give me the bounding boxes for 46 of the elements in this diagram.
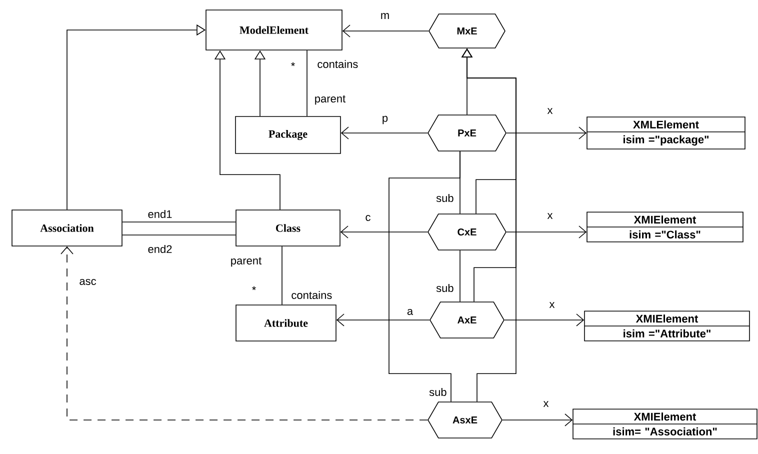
class-box: ModelElement <box>206 10 342 50</box>
arrow <box>506 226 587 238</box>
edge-label: a <box>406 308 414 316</box>
edge-label: contains <box>316 58 360 70</box>
edge-label: p <box>380 114 390 126</box>
edge-label: end1 <box>146 208 174 220</box>
element-box: XMIElement isim= "Association" <box>572 408 758 440</box>
edge-label: x <box>542 400 550 408</box>
arrow <box>502 414 573 426</box>
edge-label: sub <box>435 192 455 204</box>
edge-label: x <box>546 107 554 115</box>
edge-label: m <box>379 12 391 20</box>
edge-label: x <box>548 301 556 309</box>
edge-label: sub <box>428 386 448 398</box>
arrow <box>504 314 584 326</box>
edge-label: end2 <box>146 244 174 254</box>
hexagon-node: MxE <box>428 14 506 48</box>
connector-line <box>306 50 308 116</box>
arrow <box>506 126 587 140</box>
hexagon-node: PxE <box>428 114 506 152</box>
class-box: Class <box>236 210 340 246</box>
class-box: Attribute <box>236 304 336 342</box>
hexagon-node: AxE <box>430 302 504 338</box>
edge-label: contains <box>290 290 334 300</box>
role-label: * <box>252 286 256 290</box>
element-box: XMIElement isim ="Class" <box>586 212 744 242</box>
element-box: XMIElement isim ="Attribute" <box>584 310 750 342</box>
role-label: * <box>291 62 295 66</box>
element-box: XMLElement isim ="package" <box>586 116 746 150</box>
connector-line <box>388 151 460 402</box>
role-label: parent <box>315 95 346 105</box>
edge-label: x <box>546 212 554 220</box>
arrow <box>336 314 430 326</box>
arrow <box>342 24 429 38</box>
connector-line <box>122 234 236 236</box>
role-label: parent <box>231 257 262 267</box>
class-box: Package <box>235 116 341 154</box>
class-box: Association <box>12 210 122 246</box>
edge-label: c <box>364 214 372 222</box>
hexagon-node: CxE <box>428 214 506 250</box>
arrow <box>340 226 428 238</box>
arrow <box>340 126 428 140</box>
hexagon-node: AsxE <box>428 402 502 438</box>
edge-label: asc <box>78 278 98 286</box>
edge-label: sub <box>435 282 455 294</box>
arrow <box>60 246 428 420</box>
